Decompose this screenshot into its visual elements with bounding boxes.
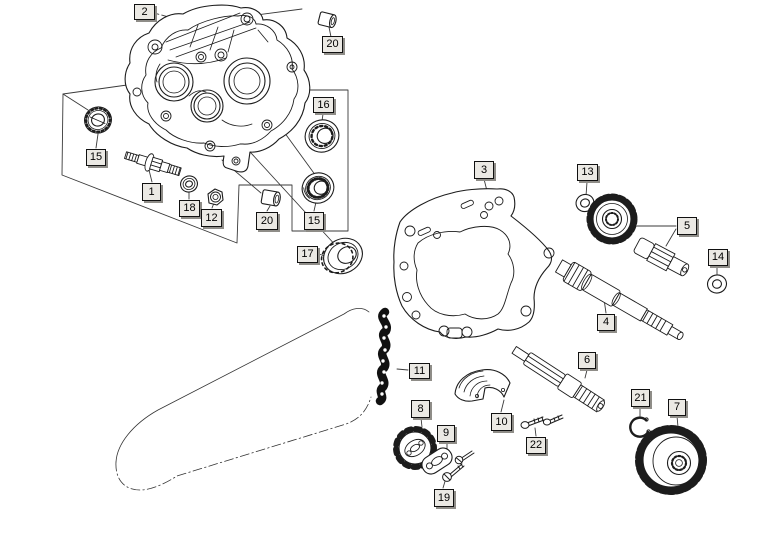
part-callout-11[interactable]: 11 xyxy=(409,363,430,379)
part-callout-22[interactable]: 22 xyxy=(526,437,546,454)
part-callout-5[interactable]: 5 xyxy=(677,217,697,235)
part-callout-20-top[interactable]: 20 xyxy=(322,36,343,53)
bearing-15-right xyxy=(301,172,335,204)
part-callout-7[interactable]: 7 xyxy=(668,399,686,416)
part-output-shaft-6 xyxy=(511,346,605,413)
washer-14 xyxy=(706,274,728,294)
part-callout-18[interactable]: 18 xyxy=(179,200,200,217)
part-callout-8[interactable]: 8 xyxy=(411,400,430,418)
washer-18 xyxy=(180,175,198,193)
part-sprocket-8 xyxy=(393,426,437,470)
part-callout-6[interactable]: 6 xyxy=(578,352,596,369)
bushing-20-lower xyxy=(260,189,281,207)
bearing-15-left xyxy=(84,106,112,134)
nut-12 xyxy=(207,188,224,206)
part-chain-11 xyxy=(375,307,391,406)
part-callout-14[interactable]: 14 xyxy=(708,249,728,266)
part-callout-2[interactable]: 2 xyxy=(134,4,155,20)
part-callout-4[interactable]: 4 xyxy=(597,314,615,331)
bearing-16 xyxy=(304,119,340,153)
part-callout-19[interactable]: 19 xyxy=(434,489,454,507)
part-callout-10[interactable]: 10 xyxy=(491,413,512,431)
detail-group-outline xyxy=(61,84,349,244)
part-callout-17[interactable]: 17 xyxy=(297,246,318,263)
part-callout-3[interactable]: 3 xyxy=(474,161,494,179)
part-pinion-shaft-5 xyxy=(633,237,690,277)
part-callout-21[interactable]: 21 xyxy=(631,389,650,407)
part-final-gear-7 xyxy=(635,425,707,495)
part-guide-10 xyxy=(454,369,511,402)
part-callout-9[interactable]: 9 xyxy=(437,425,455,442)
part-callout-16[interactable]: 16 xyxy=(313,97,334,113)
part-callout-15-left[interactable]: 15 xyxy=(86,149,106,166)
part-gasket xyxy=(393,188,555,339)
part-callout-12[interactable]: 12 xyxy=(201,209,222,227)
part-callout-15-right[interactable]: 15 xyxy=(304,212,324,230)
part-stud-shaft xyxy=(124,151,182,177)
bushing-20-top xyxy=(317,11,337,29)
chain-loop xyxy=(115,308,372,491)
part-callout-20-lower[interactable]: 20 xyxy=(256,212,278,230)
part-plate-9 xyxy=(421,447,453,475)
part-main-shaft-4 xyxy=(555,259,684,341)
gear-pinion-5 xyxy=(586,193,638,245)
part-callout-1[interactable]: 1 xyxy=(142,183,161,201)
part-transmission-cover xyxy=(124,4,311,173)
part-screws-22 xyxy=(520,414,564,429)
part-callout-13[interactable]: 13 xyxy=(577,164,598,181)
part-screws-19 xyxy=(442,450,475,482)
bearing-17 xyxy=(320,237,363,275)
